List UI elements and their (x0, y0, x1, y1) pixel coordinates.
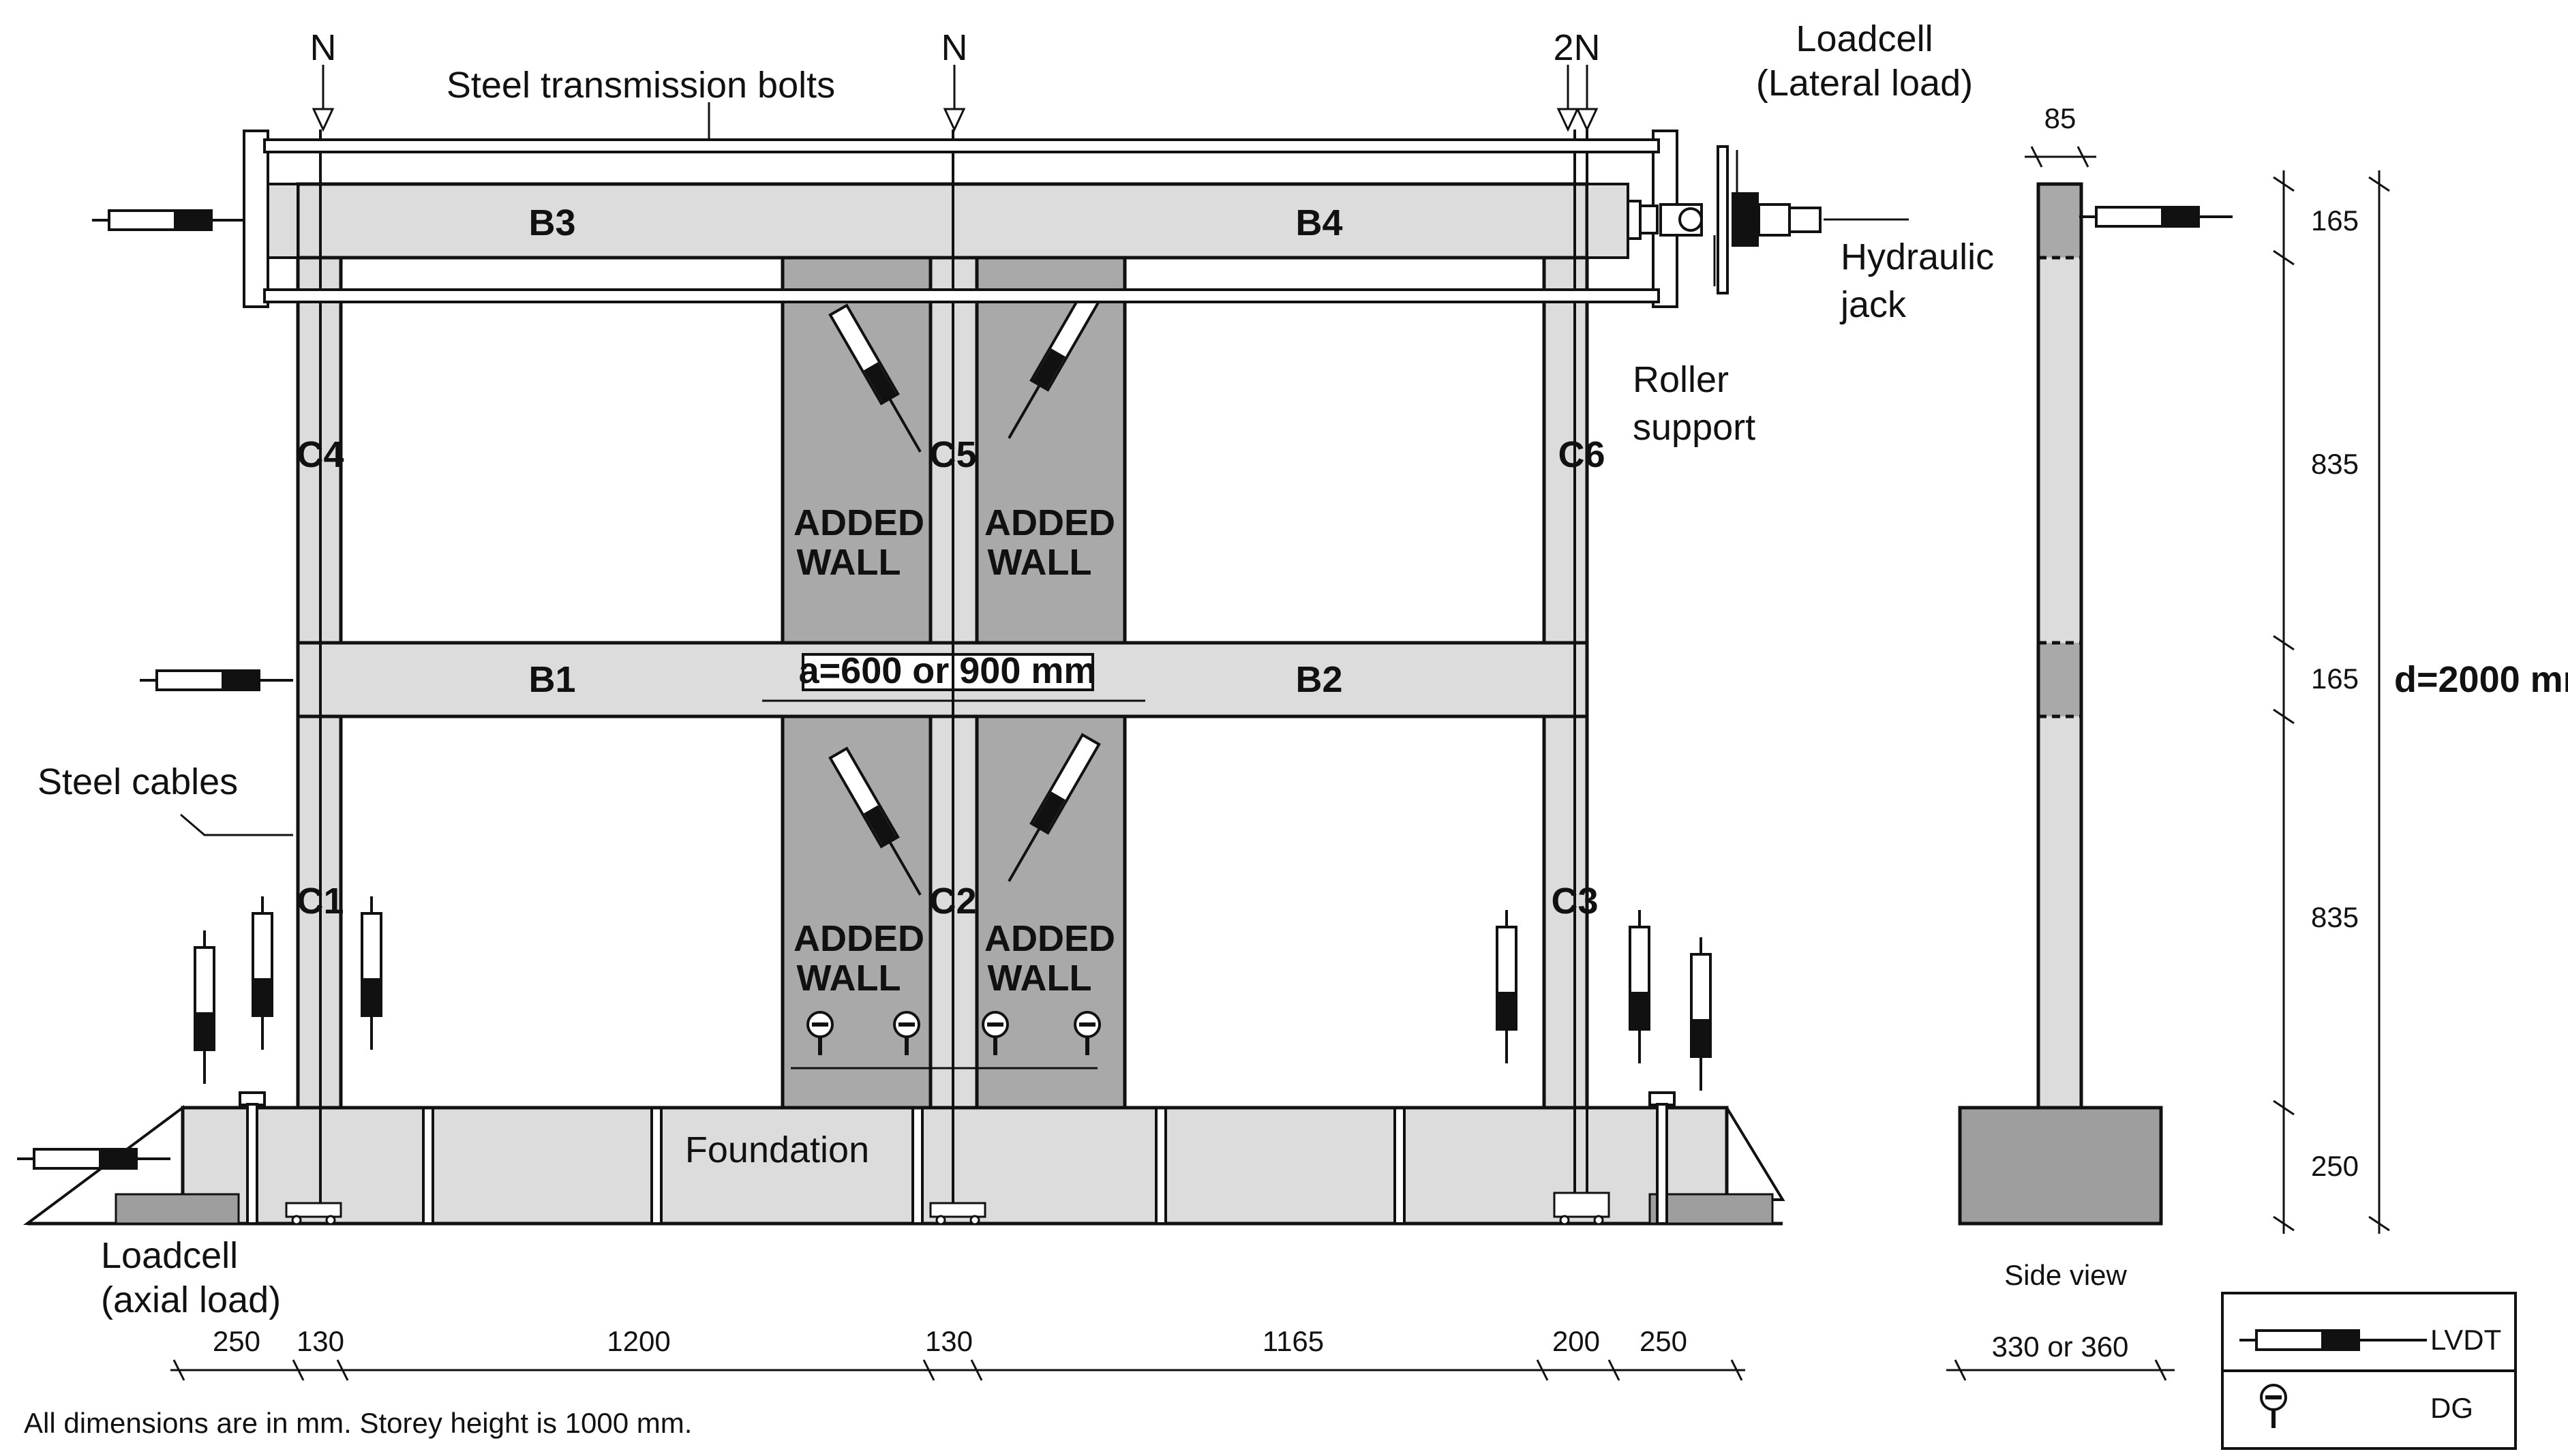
dim-200: 200 (1552, 1325, 1600, 1357)
steel-bolts-label: Steel transmission bolts (447, 65, 835, 106)
legend-lvdt-label: LVDT (2430, 1324, 2501, 1356)
steel-cables-label: Steel cables (37, 761, 238, 802)
member-c2: C2 (929, 881, 976, 922)
cable-anchors (285, 1192, 1610, 1226)
lvdt-base (1690, 936, 1712, 1092)
member-c1: C1 (297, 881, 344, 922)
dim-130-left: 130 (297, 1325, 344, 1357)
member-b4: B4 (1295, 202, 1342, 243)
vdim-250: 250 (2311, 1150, 2359, 1182)
member-b2: B2 (1295, 659, 1342, 700)
legend: LVDT DG (2221, 1292, 2517, 1450)
side-dim-85: 85 (2044, 102, 2076, 134)
bottom-dimensions: 250 130 1200 130 1165 200 250 (170, 1325, 1745, 1381)
load-n-left: N (310, 27, 337, 68)
member-b3: B3 (528, 202, 575, 243)
vdim-165-mid: 165 (2311, 663, 2359, 695)
dim-250-left: 250 (213, 1325, 260, 1357)
load-2n-right: 2N (1553, 27, 1600, 68)
loadcell-lateral-label-1: Loadcell (1796, 18, 1933, 59)
loadcell-axial-label-2: (axial load) (101, 1279, 281, 1320)
side-dim-base: 330 or 360 (1992, 1331, 2129, 1363)
member-c5: C5 (929, 434, 976, 475)
wall-label-5: ADDED (794, 918, 924, 959)
added-wall-lower-right (975, 714, 1127, 1110)
roller-support-label-2: support (1633, 407, 1755, 448)
loadcell-axial-label-1: Loadcell (101, 1235, 238, 1276)
side-view-lvdt (2078, 206, 2234, 228)
steel-cables (319, 130, 1588, 1207)
wall-label-8: WALL (988, 958, 1092, 999)
lvdt-mid-left (138, 669, 294, 691)
steel-transmission-bolts: Steel transmission bolts (243, 65, 1678, 308)
hydraulic-jack-label-2: jack (1839, 284, 1907, 325)
hydraulic-jack-assembly (1627, 145, 1909, 294)
wall-label-1: ADDED (794, 502, 924, 543)
loadcell-lateral-label-2: (Lateral load) (1756, 63, 1973, 104)
depth-total-label: d=2000 mm (2394, 659, 2568, 700)
side-view-label: Side view (2004, 1259, 2127, 1291)
dim-1200: 1200 (607, 1325, 670, 1357)
lvdt-base (1629, 909, 1650, 1065)
footer-note: All dimensions are in mm. Storey height … (24, 1407, 692, 1439)
wall-label-3: ADDED (984, 502, 1115, 543)
lvdt-base (194, 929, 215, 1085)
wall-label-4: WALL (988, 542, 1092, 583)
dim-130-mid: 130 (925, 1325, 973, 1357)
load-n-mid: N (941, 27, 968, 68)
roller-support-label-1: Roller (1633, 359, 1729, 400)
lvdt-base (252, 895, 273, 1051)
frame (296, 182, 1589, 1110)
svg-text:a=600 or 900 mm: a=600 or 900 mm (799, 650, 1097, 691)
member-c3: C3 (1551, 881, 1598, 922)
side-view: 85 330 or 360 Side view 165 835 165 835 … (1946, 102, 2568, 1381)
member-c6: C6 (1558, 434, 1605, 475)
member-b1: B1 (528, 659, 575, 700)
vdim-835-top: 835 (2311, 448, 2359, 480)
dim-1165: 1165 (1263, 1325, 1324, 1357)
vertical-loads (312, 65, 1599, 132)
wall-label-2: WALL (797, 542, 901, 583)
legend-dg-label: DG (2430, 1392, 2473, 1424)
added-wall-upper-left (781, 256, 933, 645)
foundation-label: Foundation (685, 1129, 869, 1170)
hydraulic-jack-label-1: Hydraulic (1841, 237, 1994, 277)
wall-label-7: ADDED (984, 918, 1115, 959)
member-c4: C4 (297, 434, 344, 475)
added-walls: ADDED WALL ADDED WALL ADDED WALL ADDED W… (781, 256, 1127, 1110)
wall-label-6: WALL (797, 958, 901, 999)
added-wall-upper-right (975, 256, 1127, 645)
vdim-835-bottom: 835 (2311, 901, 2359, 933)
vdim-165-top: 165 (2311, 204, 2359, 237)
dim-250-right: 250 (1640, 1325, 1687, 1357)
beam-b3-b4 (296, 182, 1589, 260)
lvdt-top-left (91, 209, 247, 231)
lvdt-foundation-left (16, 1148, 172, 1170)
